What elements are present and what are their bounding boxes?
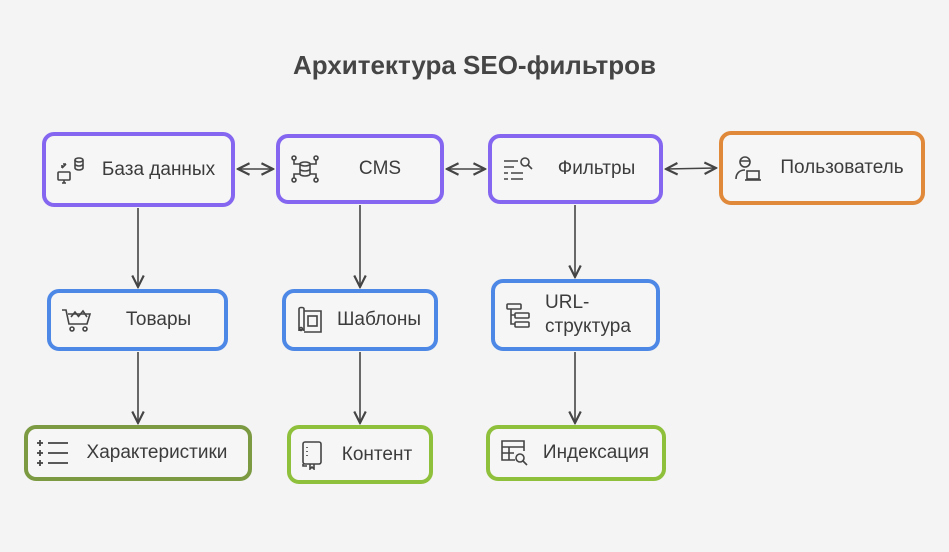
node-user: Пользователь xyxy=(719,131,925,205)
node-label: Товары xyxy=(125,309,192,331)
node-label: Фильтры xyxy=(557,158,636,180)
arrow-filters-user xyxy=(666,168,716,169)
node-label: URL-структура xyxy=(545,292,631,337)
node-label: CMS xyxy=(358,158,402,180)
list-search-icon xyxy=(504,157,533,180)
hierarchy-icon xyxy=(506,303,530,328)
database-sync-icon xyxy=(57,156,84,184)
node-database: База данных xyxy=(42,132,235,207)
node-products: Товары xyxy=(47,289,228,351)
node-label: Индексация xyxy=(542,442,650,464)
book-icon xyxy=(302,440,322,470)
node-url-structure: URL-структура xyxy=(491,279,660,351)
node-templates: Шаблоны xyxy=(282,289,438,351)
table-search-icon xyxy=(501,440,528,466)
blueprint-icon xyxy=(298,306,322,333)
node-indexing: Индексация xyxy=(486,425,666,481)
diagram-title: Архитектура SEO-фильтров xyxy=(292,50,657,80)
node-filters: Фильтры xyxy=(488,134,663,204)
bulleted-list-icon xyxy=(37,440,68,466)
database-network-icon xyxy=(291,155,319,183)
node-characteristics: Характеристики xyxy=(24,425,252,481)
node-label: База данных xyxy=(101,158,216,180)
shopping-cart-icon xyxy=(62,309,92,332)
node-content: Контент xyxy=(287,425,433,484)
node-label: Контент xyxy=(341,443,413,465)
node-label: Характеристики xyxy=(86,442,228,464)
node-label: Шаблоны xyxy=(336,309,422,331)
node-cms: CMS xyxy=(276,134,444,204)
user-laptop-icon xyxy=(735,156,761,181)
node-label: Пользователь xyxy=(780,157,904,179)
